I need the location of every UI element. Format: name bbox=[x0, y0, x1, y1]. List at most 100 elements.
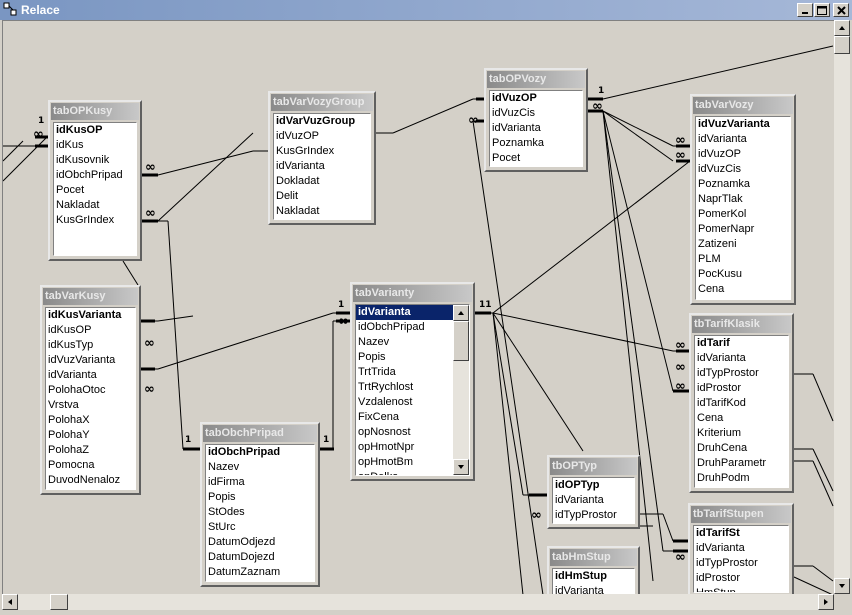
field-item[interactable]: PolohaZ bbox=[48, 444, 89, 456]
table-title[interactable]: tabVarVozyGroup bbox=[271, 94, 373, 111]
table-title[interactable]: tabVarianty bbox=[353, 285, 472, 302]
field-item[interactable]: Nakladat bbox=[56, 199, 100, 211]
field-item[interactable]: DatumOdjezd bbox=[208, 536, 276, 548]
window-titlebar[interactable]: Relace bbox=[0, 0, 852, 20]
relationship-line[interactable] bbox=[122, 260, 139, 286]
relationship-line[interactable] bbox=[812, 448, 834, 492]
scroll-right-button[interactable] bbox=[818, 594, 834, 610]
relationship-line[interactable] bbox=[472, 120, 544, 595]
field-item[interactable]: TrtTrida bbox=[358, 366, 396, 378]
field-item[interactable]: opNosnost bbox=[358, 426, 411, 438]
relationship-line[interactable] bbox=[793, 576, 834, 595]
field-item[interactable]: Popis bbox=[208, 491, 236, 503]
field-scroll-thumb[interactable] bbox=[453, 321, 469, 361]
field-item[interactable]: FixCena bbox=[358, 411, 399, 423]
field-item[interactable]: idTypProstor bbox=[555, 509, 617, 521]
relationship-line[interactable] bbox=[602, 45, 834, 100]
field-item[interactable]: idVarianta bbox=[696, 542, 745, 554]
field-item[interactable]: idTarifKod bbox=[697, 397, 746, 409]
relationship-line[interactable] bbox=[602, 110, 674, 147]
field-item[interactable]: idKusVarianta bbox=[48, 309, 122, 321]
field-item[interactable]: idTarifSt bbox=[696, 527, 740, 539]
relationship-line[interactable] bbox=[492, 312, 674, 352]
field-item[interactable]: PocKusu bbox=[698, 268, 743, 280]
close-button[interactable] bbox=[833, 3, 849, 17]
field-item[interactable]: DruhCena bbox=[697, 442, 748, 454]
field-item[interactable]: Pocet bbox=[492, 152, 521, 164]
field-item[interactable]: Nazev bbox=[358, 336, 390, 348]
field-item[interactable]: idVarianta bbox=[697, 352, 746, 364]
field-item[interactable]: idOPTyp bbox=[555, 479, 600, 491]
field-item[interactable]: Popis bbox=[358, 351, 386, 363]
field-item[interactable]: idTypProstor bbox=[696, 557, 758, 569]
vertical-scrollbar[interactable] bbox=[834, 20, 850, 594]
field-item[interactable]: idVarianta bbox=[276, 160, 325, 172]
maximize-button[interactable] bbox=[814, 3, 830, 17]
field-item[interactable]: idKusOP bbox=[48, 324, 92, 336]
field-item[interactable]: PomerKol bbox=[698, 208, 747, 220]
relationship-line[interactable] bbox=[157, 312, 334, 370]
field-item[interactable]: Vzdalenost bbox=[358, 396, 413, 408]
horizontal-scrollbar[interactable] bbox=[2, 594, 834, 610]
relationship-line[interactable] bbox=[157, 150, 254, 176]
vertical-scroll-thumb[interactable] bbox=[834, 36, 850, 54]
table-title[interactable]: tbTarifKlasik bbox=[692, 316, 791, 333]
field-scroll-up[interactable] bbox=[453, 305, 469, 321]
field-item[interactable]: idVarianta bbox=[356, 305, 453, 320]
field-item[interactable]: PolohaOtoc bbox=[48, 384, 106, 396]
scroll-up-button[interactable] bbox=[834, 20, 850, 36]
field-item[interactable]: Poznamka bbox=[492, 137, 544, 149]
horizontal-scroll-thumb[interactable] bbox=[50, 594, 68, 610]
table-title[interactable]: tbOPTyp bbox=[550, 458, 637, 475]
field-list-scrollbar[interactable] bbox=[453, 305, 469, 475]
field-item[interactable]: Kriterium bbox=[697, 427, 742, 439]
field-item[interactable]: idKusovnik bbox=[56, 154, 110, 166]
table-title[interactable]: tabVarVozy bbox=[693, 97, 793, 114]
field-item[interactable]: idFirma bbox=[208, 476, 245, 488]
field-item[interactable]: Dokladat bbox=[276, 175, 320, 187]
relationship-line[interactable] bbox=[812, 460, 834, 507]
field-item[interactable]: DuvodNenaloz bbox=[48, 474, 121, 486]
field-item[interactable]: idObchPripad bbox=[358, 321, 425, 333]
table-title[interactable]: tabOPKusy bbox=[51, 103, 139, 120]
field-item[interactable]: idVarianta bbox=[555, 585, 604, 595]
field-item[interactable]: DruhPodm bbox=[697, 472, 750, 484]
field-item[interactable]: idObchPripad bbox=[56, 169, 123, 181]
field-item[interactable]: PomerNapr bbox=[698, 223, 755, 235]
field-item[interactable]: KusGrIndex bbox=[276, 145, 335, 157]
relationship-line[interactable] bbox=[602, 110, 664, 552]
field-item[interactable]: Nazev bbox=[208, 461, 240, 473]
scroll-left-button[interactable] bbox=[2, 594, 18, 610]
field-item[interactable]: Vrstva bbox=[48, 399, 79, 411]
field-item[interactable]: idKusOP bbox=[56, 124, 103, 136]
relationship-line[interactable] bbox=[492, 160, 691, 314]
field-item[interactable]: opHmotBm bbox=[358, 456, 414, 468]
field-item[interactable]: idProstor bbox=[697, 382, 742, 394]
field-item[interactable]: idVarVuzGroup bbox=[276, 115, 356, 127]
relationship-line[interactable] bbox=[492, 312, 584, 452]
table-title[interactable]: tabOPVozy bbox=[487, 71, 585, 88]
relationships-canvas[interactable]: 1∞∞∞∞1∞∞∞1∞∞∞11∞∞11∞∞∞∞ tabOPKusyidKusOP… bbox=[2, 20, 835, 595]
relationship-line[interactable] bbox=[602, 110, 674, 162]
field-item[interactable]: NaprTlak bbox=[698, 193, 743, 205]
field-item[interactable]: idVarianta bbox=[492, 122, 541, 134]
table-title[interactable]: tabVarKusy bbox=[43, 288, 138, 305]
table-title[interactable]: tabHmStup bbox=[550, 549, 637, 566]
field-item[interactable]: TrtRychlost bbox=[358, 381, 414, 393]
field-item[interactable]: PolohaY bbox=[48, 429, 90, 441]
field-item[interactable]: Pocet bbox=[56, 184, 85, 196]
